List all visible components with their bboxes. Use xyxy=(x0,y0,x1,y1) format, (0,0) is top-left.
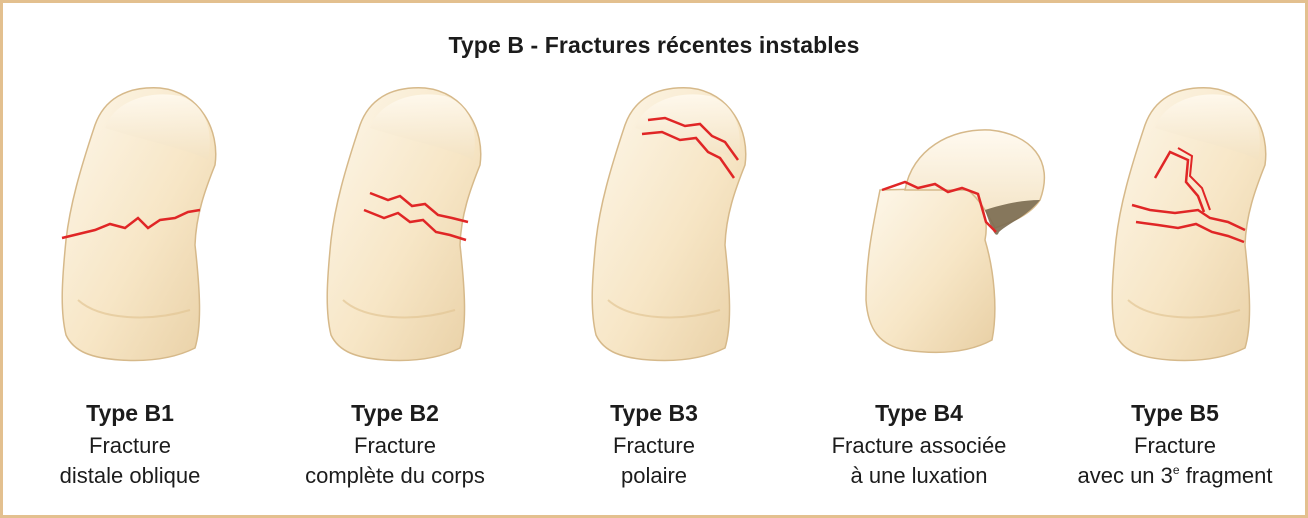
type-desc-b4-line1: Fracture associée xyxy=(789,431,1049,461)
type-desc-b1-line2: distale oblique xyxy=(0,461,260,491)
type-desc-b5-line2-post: fragment xyxy=(1180,463,1273,488)
type-desc-b2-line1: Fracture xyxy=(265,431,525,461)
caption-b2: Type B2 Fracture complète du corps xyxy=(265,398,525,491)
type-desc-b4-line2: à une luxation xyxy=(789,461,1049,491)
type-desc-b1-line1: Fracture xyxy=(0,431,260,461)
caption-b5: Type B5 Fracture avec un 3e fragment xyxy=(1045,398,1305,491)
bone-b4-illustration xyxy=(866,130,1044,352)
type-label-b5: Type B5 xyxy=(1045,398,1305,428)
bone-b1-illustration xyxy=(62,88,216,361)
type-desc-b5-line2-pre: avec un 3 xyxy=(1077,463,1172,488)
type-label-b1: Type B1 xyxy=(0,398,260,428)
type-desc-b3-line2: polaire xyxy=(524,461,784,491)
bone-b2-illustration xyxy=(327,88,481,361)
type-desc-b5-line2: avec un 3e fragment xyxy=(1045,461,1305,491)
type-label-b4: Type B4 xyxy=(789,398,1049,428)
bone-b5-illustration xyxy=(1112,88,1266,361)
caption-b1: Type B1 Fracture distale oblique xyxy=(0,398,260,491)
type-label-b2: Type B2 xyxy=(265,398,525,428)
superscript-e: e xyxy=(1173,463,1180,477)
type-desc-b2-line2: complète du corps xyxy=(265,461,525,491)
type-label-b3: Type B3 xyxy=(524,398,784,428)
caption-b4: Type B4 Fracture associée à une luxation xyxy=(789,398,1049,491)
bone-b3-illustration xyxy=(592,88,746,361)
caption-b3: Type B3 Fracture polaire xyxy=(524,398,784,491)
type-desc-b5-line1: Fracture xyxy=(1045,431,1305,461)
type-desc-b3-line1: Fracture xyxy=(524,431,784,461)
